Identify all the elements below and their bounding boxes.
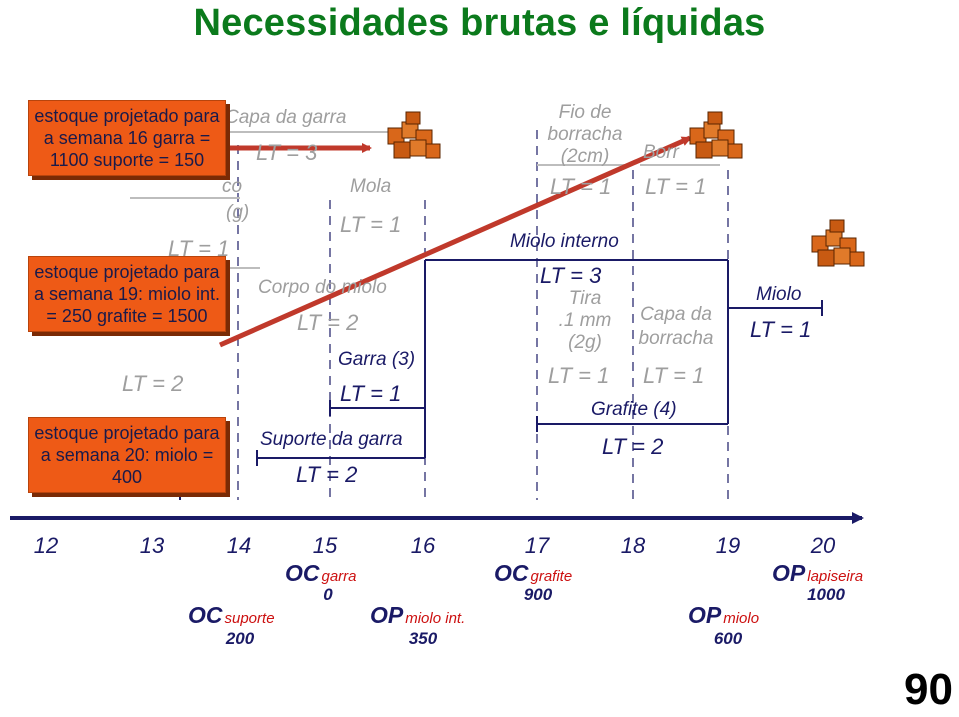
order-qty: 600: [714, 629, 743, 648]
lt-borracha: LT = 1: [645, 174, 706, 199]
lt-miolo: LT = 1: [750, 317, 811, 342]
lt-grafite: LT = 2: [602, 434, 663, 459]
order-type: OC: [188, 602, 223, 628]
lt-mola: LT = 1: [340, 212, 401, 237]
lt-left: LT = 2: [122, 371, 183, 396]
lt-suporte-garra: LT = 2: [296, 462, 357, 487]
lt-corpo-miolo: LT = 2: [297, 310, 358, 335]
label-tampa-weight: (g): [226, 202, 249, 223]
order-type: OP: [370, 602, 404, 628]
arrow-to-fio-borracha: [218, 135, 692, 348]
week-label: 16: [411, 533, 436, 558]
page-title: Necessidades brutas e líquidas: [193, 2, 766, 44]
lt-garra: LT = 1: [340, 381, 401, 406]
week-label: 19: [716, 533, 740, 558]
label-miolo-interno: Miolo interno: [510, 231, 619, 252]
order-qty: 900: [524, 585, 553, 604]
week-label: 17: [525, 533, 550, 558]
box-cluster-icon: [811, 219, 865, 267]
label-mola: Mola: [350, 176, 391, 197]
lt-capa-garra: LT = 3: [256, 140, 318, 165]
label-grafite: Grafite (4): [591, 399, 677, 420]
callout-week-16: estoque projetado para a semana 16 garra…: [28, 100, 226, 176]
label-garra: Garra (3): [338, 349, 415, 370]
label-fio-borracha-1: Fio de: [559, 102, 612, 123]
page-number: 90: [904, 665, 953, 714]
label-suporte-garra: Suporte da garra: [260, 429, 403, 450]
label-capa-garra: Capa da garra: [225, 107, 346, 128]
week-label: 14: [227, 533, 251, 558]
label-miolo: Miolo: [756, 284, 801, 305]
week-label: 12: [34, 533, 58, 558]
order-type: OC: [494, 560, 529, 586]
label-tira-3: (2g): [568, 332, 602, 353]
week-label: 20: [810, 533, 836, 558]
lt-capa-borracha: LT = 1: [643, 363, 704, 388]
order-item: garra: [322, 568, 357, 585]
order-item: miolo: [723, 610, 759, 627]
label-tira-2: .1 mm: [559, 310, 612, 331]
lt-tira: LT = 1: [548, 363, 609, 388]
label-tampa: co: [222, 176, 242, 197]
order-type: OP: [772, 560, 806, 586]
label-capa-borracha-1: Capa da: [640, 304, 712, 325]
label-borracha: Borr: [643, 142, 680, 163]
box-cluster-icon: [387, 111, 441, 159]
label-corpo-miolo: Corpo do miolo: [258, 277, 387, 298]
order-type: OP: [688, 602, 722, 628]
order-item: miolo int.: [405, 610, 465, 627]
lt-miolo-interno: LT = 3: [540, 263, 602, 288]
order-item: suporte: [225, 610, 275, 627]
label-fio-borracha-2: borracha: [548, 124, 623, 145]
order-qty: 0: [323, 585, 333, 604]
callout-week-19: estoque projetado para a semana 19: miol…: [28, 256, 226, 332]
week-label: 13: [140, 533, 165, 558]
week-label: 15: [313, 533, 338, 558]
order-qty: 200: [225, 629, 255, 648]
label-tira-1: Tira: [569, 288, 602, 309]
label-capa-borracha-2: borracha: [639, 328, 714, 349]
box-cluster-icon: [689, 111, 743, 159]
order-item: grafite: [531, 568, 573, 585]
order-type: OC: [285, 560, 320, 586]
week-label: 18: [621, 533, 646, 558]
order-item: lapiseira: [807, 568, 863, 585]
order-qty: 1000: [807, 585, 845, 604]
lt-fio-borracha: LT = 1: [550, 174, 611, 199]
callout-week-20: estoque projetado para a semana 20: miol…: [28, 417, 226, 493]
order-qty: 350: [409, 629, 438, 648]
label-fio-borracha-3: (2cm): [561, 146, 610, 167]
